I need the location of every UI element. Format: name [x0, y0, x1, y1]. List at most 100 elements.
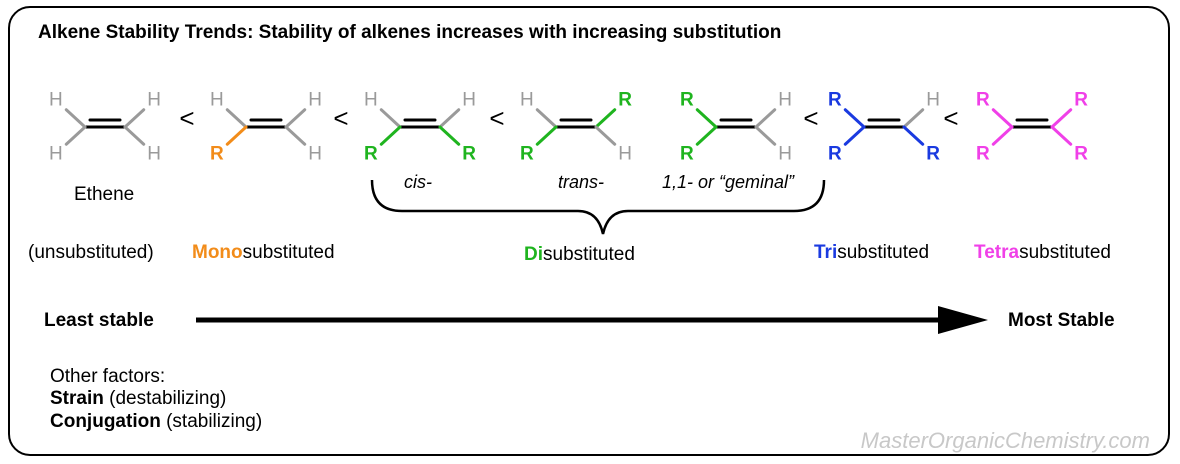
single-bond-br: [1050, 125, 1073, 146]
alkene-molecule-3: H R H R: [364, 90, 476, 165]
watermark: MasterOrganicChemistry.com: [860, 428, 1150, 453]
tetra-suffix: substituted: [1019, 242, 1111, 263]
di-suffix: substituted: [543, 244, 635, 265]
single-bond-tl: [535, 108, 558, 129]
single-bond-tr: [123, 108, 146, 129]
atom-R-bl: R: [210, 143, 224, 164]
single-bond-tl: [843, 108, 866, 129]
di-prefix: Di: [524, 244, 543, 265]
other-factors-heading: Other factors:: [50, 366, 166, 387]
atom-H-tr: H: [462, 90, 476, 111]
single-bond-tl: [64, 108, 87, 129]
atom-R-bl: R: [364, 143, 378, 164]
alkene-molecule-7: R R R R: [976, 90, 1088, 165]
less-than-sign-5: <: [943, 103, 958, 133]
single-bond-bl: [843, 125, 866, 146]
atom-H-tr: H: [926, 90, 940, 111]
tri-suffix: substituted: [837, 242, 930, 263]
conjugation-term: Conjugation: [50, 411, 161, 432]
atom-H-tr: H: [308, 90, 322, 111]
single-bond-tr: [754, 108, 777, 129]
atom-H-br: H: [308, 143, 322, 164]
label-trans: trans-: [558, 172, 605, 192]
atom-H-tl: H: [364, 90, 378, 111]
atom-R-bl: R: [680, 143, 694, 164]
single-bond-tl: [225, 108, 248, 129]
atom-R-bl: R: [520, 143, 534, 164]
label-disubstituted: Disubstituted: [524, 244, 635, 266]
tri-prefix: Tri: [814, 242, 838, 263]
alkene-molecule-6: R R H R: [828, 90, 940, 165]
atom-R-br: R: [1074, 143, 1088, 164]
mono-suffix: substituted: [242, 242, 335, 263]
single-bond-br: [754, 125, 777, 146]
single-bond-br: [284, 125, 307, 146]
atom-H-tl: H: [210, 90, 224, 111]
less-than-sign-1: <: [179, 103, 194, 133]
figure-frame: [8, 6, 1170, 456]
alkene-molecule-4: H R R H: [520, 90, 632, 165]
single-bond-tr: [594, 108, 617, 129]
single-bond-tr: [284, 108, 307, 129]
atom-H-bl: H: [49, 143, 63, 164]
single-bond-bl: [695, 125, 718, 146]
single-bond-br: [594, 125, 617, 146]
atom-R-tl: R: [680, 90, 694, 111]
label-cis: cis-: [404, 172, 432, 192]
single-bond-br: [438, 125, 461, 146]
label-least-stable: Least stable: [44, 310, 154, 331]
label-tetrasubstituted: Tetrasubstituted: [974, 242, 1111, 264]
alkene-molecule-1: H H H H: [49, 90, 161, 165]
less-than-sign-2: <: [333, 103, 348, 133]
single-bond-tr: [1050, 108, 1073, 129]
less-than-sign-4: <: [803, 103, 818, 133]
single-bond-tl: [991, 108, 1014, 129]
tetra-prefix: Tetra: [974, 242, 1020, 263]
label-most-stable: Most Stable: [1008, 310, 1115, 331]
atom-H-tr: H: [147, 90, 161, 111]
less-than-sign-3: <: [489, 103, 504, 133]
single-bond-bl: [535, 125, 558, 146]
diagram-title: Alkene Stability Trends: Stability of al…: [38, 22, 782, 43]
single-bond-br: [902, 125, 925, 146]
single-bond-br: [123, 125, 146, 146]
single-bond-tr: [438, 108, 461, 129]
atom-H-br: H: [618, 143, 632, 164]
label-unsubstituted: (unsubstituted): [28, 242, 154, 263]
strain-term: Strain: [50, 388, 104, 409]
atom-R-tr: R: [1074, 90, 1088, 111]
single-bond-tr: [902, 108, 925, 129]
single-bond-bl: [225, 125, 248, 146]
single-bond-tl: [695, 108, 718, 129]
mono-prefix: Mono: [192, 242, 243, 263]
factor-conjugation: Conjugation (stabilizing): [50, 411, 262, 433]
disubstituted-brace: [370, 179, 826, 235]
atom-R-br: R: [462, 143, 476, 164]
atom-R-bl: R: [828, 143, 842, 164]
single-bond-tl: [379, 108, 402, 129]
atom-R-tl: R: [976, 90, 990, 111]
single-bond-bl: [64, 125, 87, 146]
atom-R-tr: R: [618, 90, 632, 111]
label-trisubstituted: Trisubstituted: [814, 242, 929, 264]
single-bond-bl: [991, 125, 1014, 146]
label-geminal: 1,1- or “geminal”: [662, 172, 795, 192]
atom-R-bl: R: [976, 143, 990, 164]
atom-H-br: H: [778, 143, 792, 164]
label-ethene: Ethene: [74, 184, 135, 205]
stability-arrowhead: [938, 306, 988, 334]
single-bond-bl: [379, 125, 402, 146]
label-monosubstituted: Monosubstituted: [192, 242, 335, 264]
atom-H-tl: H: [49, 90, 63, 111]
atom-R-br: R: [926, 143, 940, 164]
factor-strain: Strain (destabilizing): [50, 388, 226, 410]
atom-H-br: H: [147, 143, 161, 164]
conjugation-effect: (stabilizing): [160, 411, 263, 432]
strain-effect: (destabilizing): [103, 388, 227, 409]
atom-R-tl: R: [828, 90, 842, 111]
atom-H-tr: H: [778, 90, 792, 111]
alkene-molecule-2: H R H H: [210, 90, 322, 165]
atom-H-tl: H: [520, 90, 534, 111]
alkene-molecule-5: R R H H: [680, 90, 792, 165]
